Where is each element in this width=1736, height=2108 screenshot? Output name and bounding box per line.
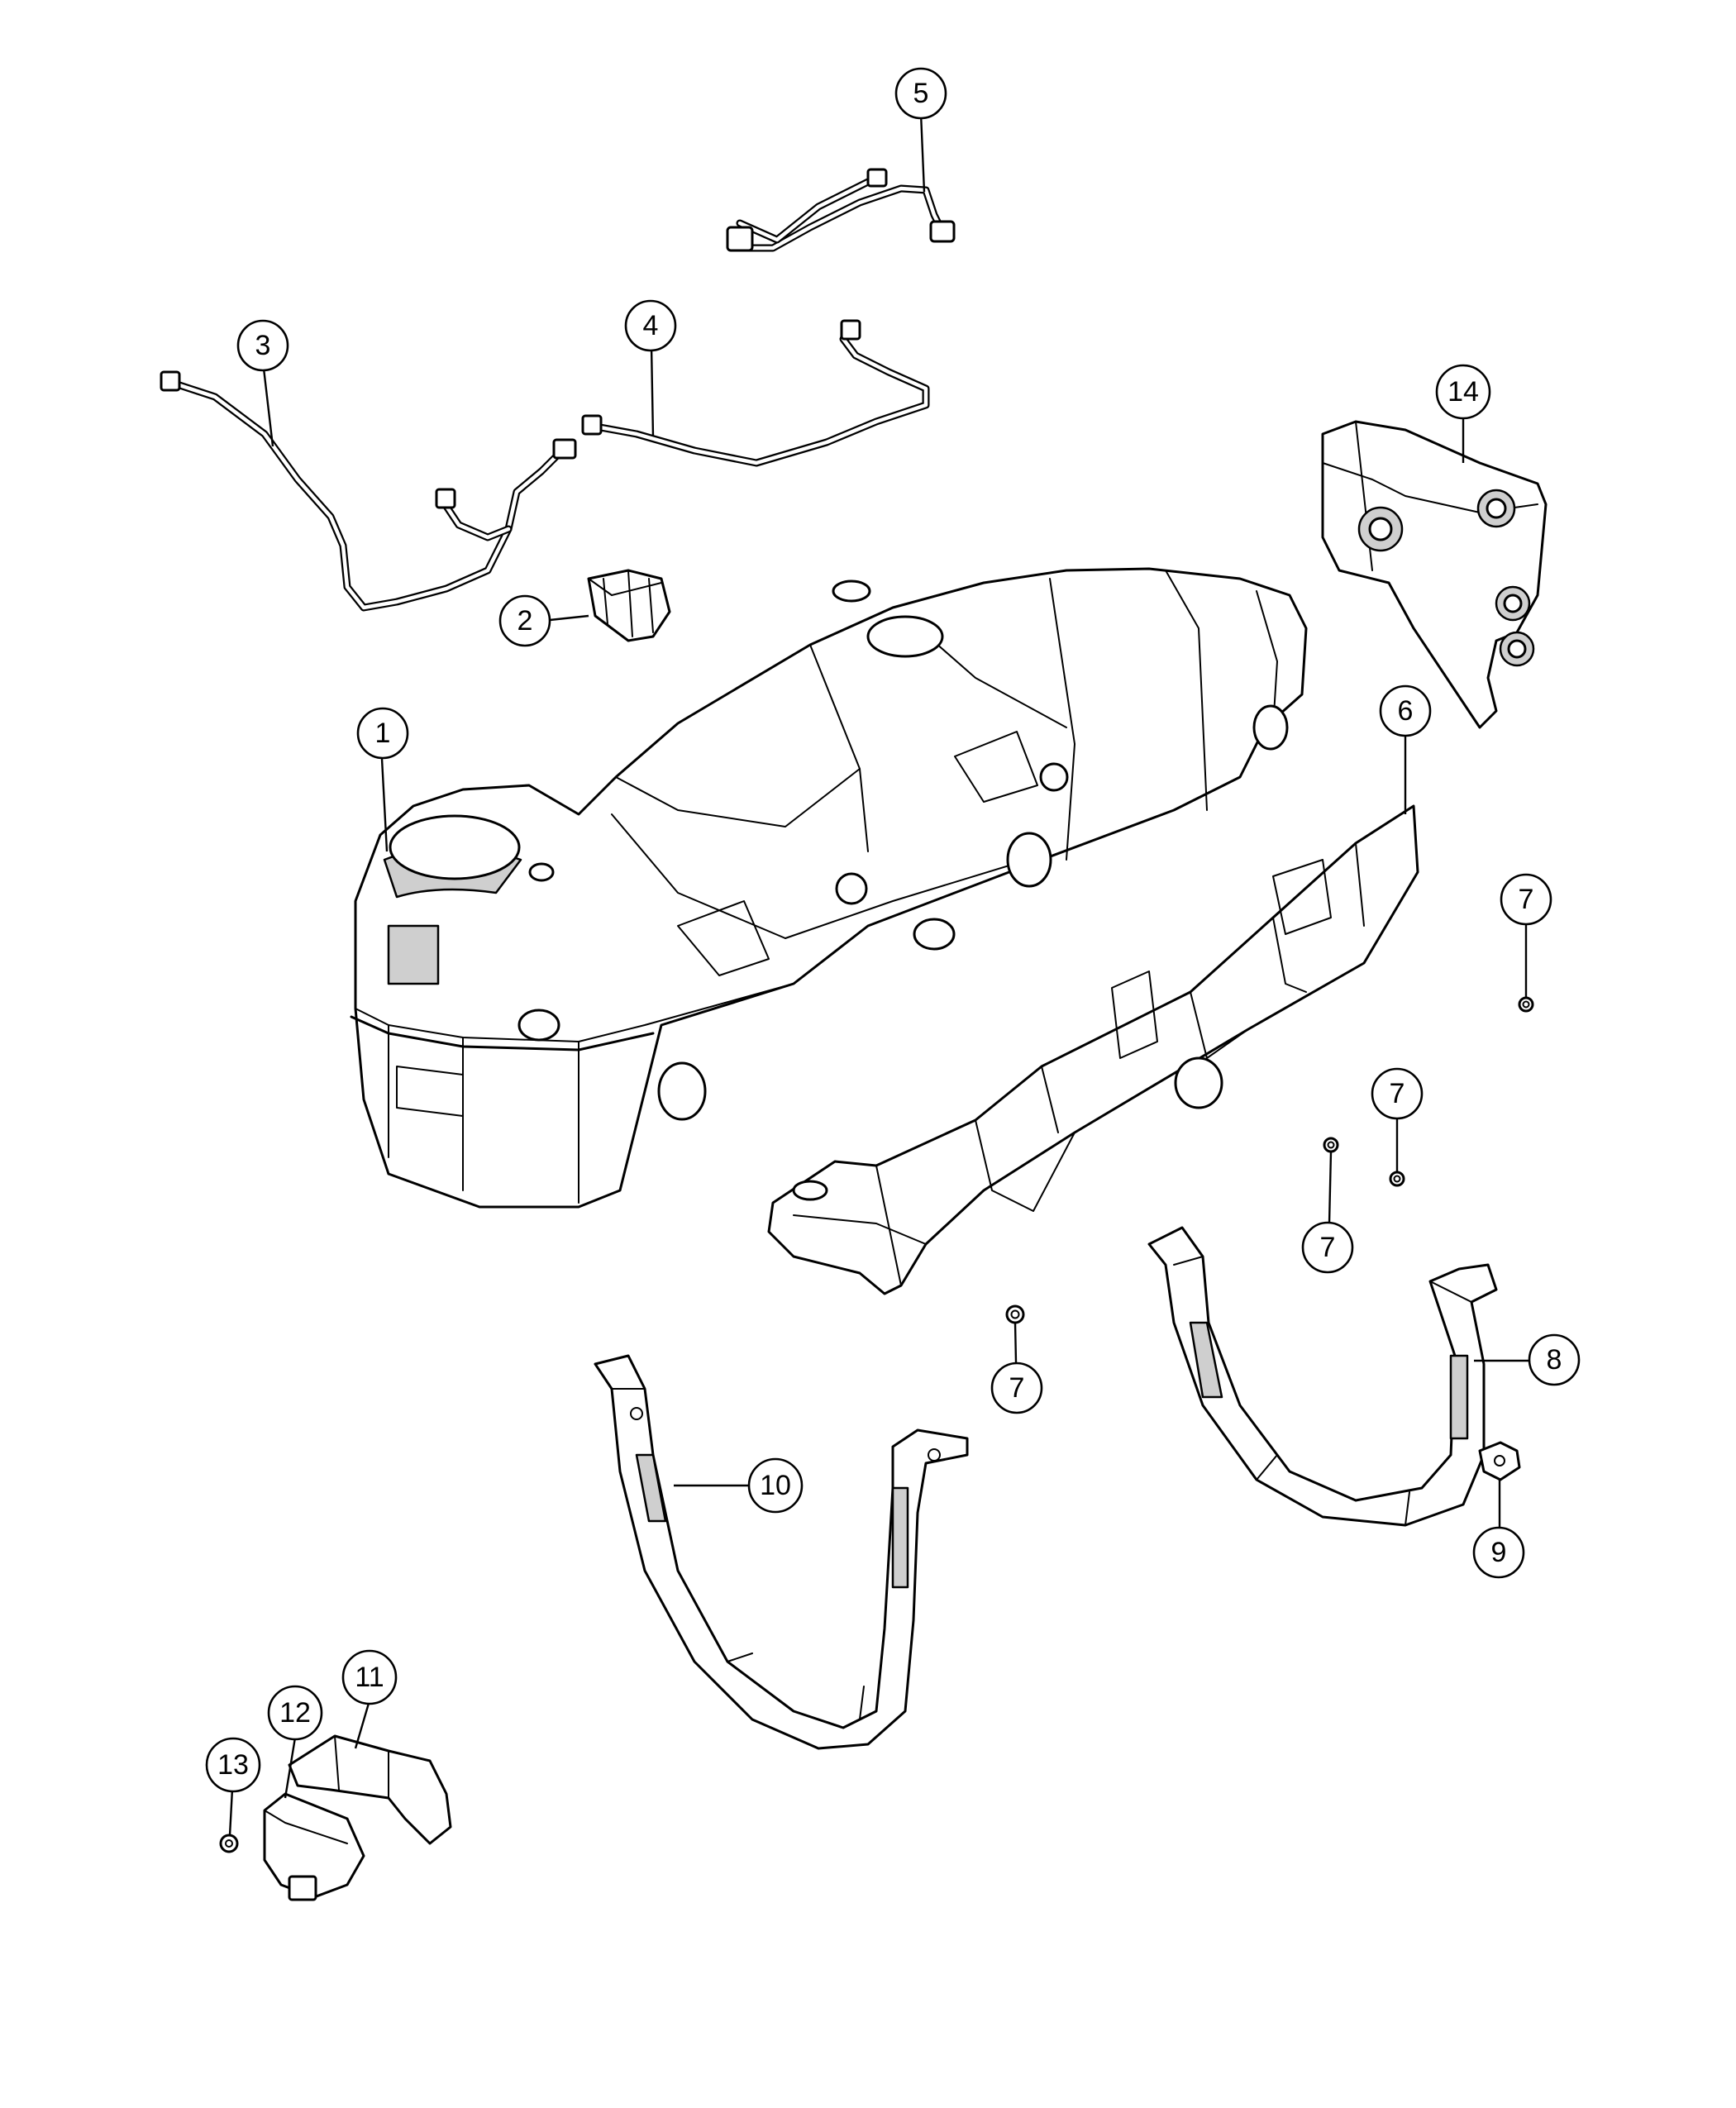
- callout-13: 13: [205, 1737, 261, 1793]
- svg-text:9: 9: [1491, 1537, 1507, 1568]
- nut-13: [219, 1834, 239, 1853]
- leader-7d: [1013, 1322, 1018, 1363]
- callout-11: 11: [341, 1649, 398, 1705]
- svg-text:6: 6: [1398, 695, 1414, 727]
- svg-text:7: 7: [1320, 1232, 1336, 1263]
- leader-13: [228, 1788, 234, 1836]
- callout-5: 5: [894, 67, 947, 120]
- callout-7a: 7: [1500, 873, 1552, 926]
- callout-2: 2: [498, 594, 551, 647]
- fuel-pump-control-module: [263, 1792, 365, 1901]
- svg-text:2: 2: [517, 605, 533, 637]
- callout-1: 1: [356, 707, 409, 760]
- svg-text:5: 5: [913, 78, 929, 109]
- svg-text:4: 4: [643, 310, 659, 341]
- callout-7d: 7: [990, 1362, 1043, 1414]
- callout-7b: 7: [1301, 1221, 1354, 1274]
- leader-12: [284, 1737, 297, 1799]
- leader-1: [380, 758, 389, 852]
- fuel-tank-strap-right: [1147, 1226, 1498, 1527]
- svg-text:11: 11: [355, 1662, 384, 1693]
- leader-3: [261, 360, 274, 447]
- svg-text:14: 14: [1447, 376, 1479, 408]
- tube-clip: [587, 569, 671, 642]
- callout-9: 9: [1472, 1526, 1525, 1579]
- svg-text:3: 3: [255, 330, 271, 361]
- nut-7a: [1518, 996, 1534, 1013]
- heat-shield-strip: [288, 1734, 452, 1845]
- svg-text:7: 7: [1390, 1078, 1405, 1109]
- svg-text:1: 1: [375, 718, 391, 749]
- nut-7d: [1005, 1304, 1025, 1324]
- fuel-tube: [581, 319, 930, 467]
- leader-7b: [1328, 1151, 1333, 1224]
- leader-4: [650, 345, 655, 437]
- callout-8: 8: [1528, 1333, 1581, 1386]
- fuel-tank-skid-plate: [767, 804, 1419, 1295]
- nut-7b: [1323, 1137, 1339, 1153]
- svg-text:7: 7: [1009, 1372, 1025, 1404]
- fuel-tank: [350, 567, 1308, 1209]
- nut-9: [1478, 1441, 1521, 1481]
- leader-11: [354, 1700, 371, 1749]
- svg-text:13: 13: [217, 1749, 249, 1781]
- callout-12: 12: [267, 1685, 323, 1741]
- leader-2: [549, 614, 589, 622]
- vapor-tube-assembly: [726, 168, 956, 252]
- nut-7c: [1389, 1171, 1405, 1187]
- leader-5: [919, 112, 926, 193]
- wire-harness-left: [160, 370, 577, 612]
- callout-3: 3: [236, 319, 289, 372]
- fuel-tank-strap-left: [594, 1354, 969, 1750]
- callout-7c: 7: [1371, 1067, 1424, 1120]
- callout-10: 10: [747, 1457, 804, 1514]
- svg-text:8: 8: [1547, 1344, 1562, 1376]
- svg-text:7: 7: [1519, 884, 1534, 915]
- callout-14: 14: [1435, 364, 1491, 420]
- svg-text:10: 10: [760, 1470, 791, 1501]
- svg-text:12: 12: [279, 1697, 311, 1729]
- heat-shield: [1321, 420, 1548, 729]
- callout-6: 6: [1379, 684, 1432, 737]
- callout-4: 4: [624, 299, 677, 352]
